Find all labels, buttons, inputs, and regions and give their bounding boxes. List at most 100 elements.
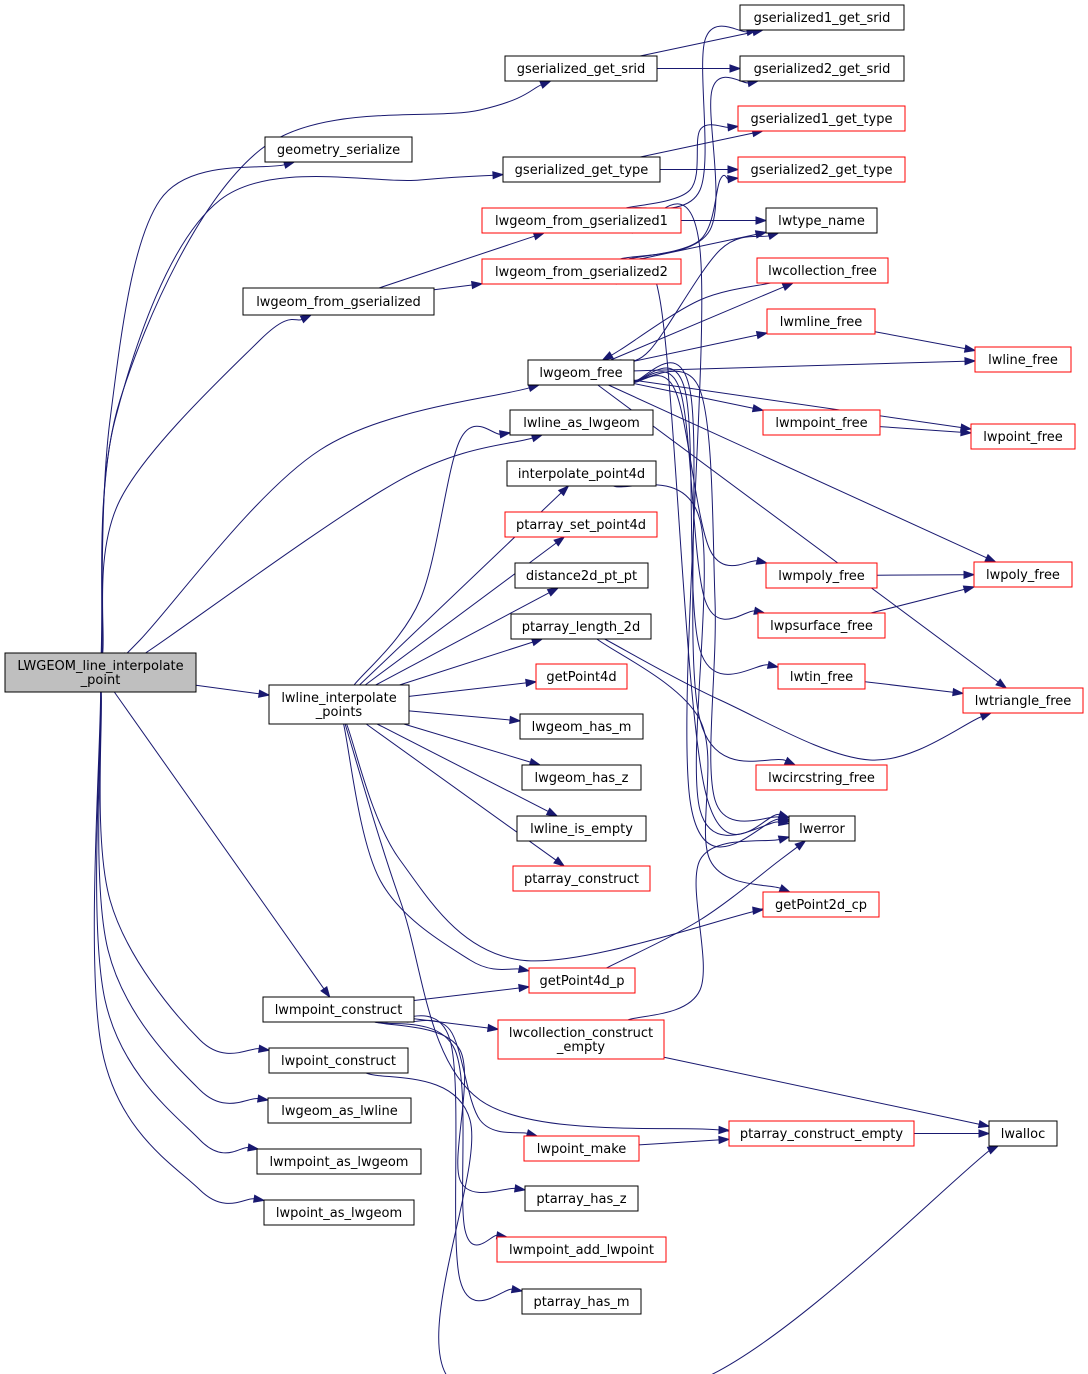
node-gserialized1-get-type[interactable]: gserialized1_get_type [737,105,906,132]
edge-line [96,691,249,1154]
node-getPoint4d[interactable]: getPoint4d [535,663,628,690]
node-lwmpoint-free[interactable]: lwmpoint_free [762,409,881,436]
node-box [523,1135,640,1162]
node-lwcollection-construct-empty[interactable]: lwcollection_construct_empty [497,1019,665,1060]
node-lwline-as-lwgeom[interactable]: lwline_as_lwgeom [509,409,654,436]
call-edge-lwgeom_from_gserialized2-to-gserialized2_get_type [628,174,740,260]
node-getPoint4d-p[interactable]: getPoint4d_p [528,967,636,994]
node-box [267,1097,412,1124]
edge-line [403,723,531,763]
call-edge-lwline_interpolate_points-to-ptarray_construct_empty [344,723,738,1135]
node-box [737,156,906,183]
node-label: lwcollection_free [768,264,877,279]
node-label: gserialized_get_type [515,163,649,178]
node-gserialized-get-type[interactable]: gserialized_get_type [502,156,661,183]
arrowhead-icon [727,165,740,174]
edge-line [597,384,999,683]
node-lwpoint-as-lwgeom[interactable]: lwpoint_as_lwgeom [263,1199,415,1226]
node-lwmpoint-add-lwpoint[interactable]: lwmpoint_add_lwpoint [496,1236,667,1263]
call-edge-lwpoint_make-to-ptarray_construct_empty [638,1135,731,1146]
edge-line [633,360,966,372]
node-lwgeom-has-m[interactable]: lwgeom_has_m [519,713,644,740]
node-lwgeom-from-gserialized2[interactable]: lwgeom_from_gserialized2 [481,258,682,285]
edge-line [633,362,787,762]
node-lwtin-free[interactable]: lwtin_free [777,663,866,690]
node-lwpoly-free[interactable]: lwpoly_free [973,561,1073,588]
arrowhead-icon [247,1143,260,1152]
node-lwpoint-make[interactable]: lwpoint_make [523,1135,640,1162]
node-ptarray-has-z[interactable]: ptarray_has_z [524,1185,639,1212]
node-label: ptarray_has_z [536,1192,626,1207]
node-ptarray-has-m[interactable]: ptarray_has_m [521,1288,642,1315]
node-label: lwmline_free [780,315,863,330]
node-label: lwline_as_lwgeom [523,416,640,431]
node-lwalloc[interactable]: lwalloc [988,1120,1058,1147]
edge-line [375,592,550,686]
node-ptarray-construct[interactable]: ptarray_construct [512,865,651,892]
node-lwgeom-from-gserialized1[interactable]: lwgeom_from_gserialized1 [481,207,682,234]
node-lwline-free[interactable]: lwline_free [974,346,1072,373]
node-label: lwerror [799,822,845,837]
node-lwgeom-has-z[interactable]: lwgeom_has_z [521,764,642,791]
node-gserialized1-get-srid[interactable]: gserialized1_get_srid [739,4,905,31]
arrowhead-icon [781,282,795,291]
node-lwtriangle-free[interactable]: lwtriangle_free [962,687,1084,714]
node-lwpoint-construct[interactable]: lwpoint_construct [268,1047,409,1074]
node-root[interactable]: LWGEOM_line_interpolate_point [4,652,197,693]
node-box [528,967,636,994]
node-label: lwline_is_empty [530,822,633,837]
node-lwline-is-empty[interactable]: lwline_is_empty [516,815,647,842]
node-getPoint2d-cp[interactable]: getPoint2d_cp [762,891,880,918]
call-edge-root-to-lwgeom_as_lwline [98,691,270,1104]
arrowhead-icon [755,331,769,340]
node-lwline-interpolate-points[interactable]: lwline_interpolate_points [268,684,410,725]
arrowhead-icon [518,983,531,993]
edge-line [98,691,259,1104]
arrowhead-icon [963,570,976,580]
call-edge-root-to-lwpoint_as_lwgeom [93,691,266,1204]
node-lwgeom-as-lwline[interactable]: lwgeom_as_lwline [267,1097,412,1124]
call-edge-gserialized_get_type-to-gserialized1_get_type [640,129,765,158]
call-edge-lwgeom_from_gserialized1-to-gserialized1_get_type [625,123,740,209]
call-edge-lwgeom_free-to-lwtype_name [619,231,780,362]
node-ptarray-set-point4d[interactable]: ptarray_set_point4d [504,511,658,538]
call-edge-root-to-lwline_interpolate_points [195,684,271,698]
node-lwgeom-free[interactable]: lwgeom_free [527,359,635,386]
node-lwmpoint-construct[interactable]: lwmpoint_construct [262,996,415,1023]
node-box [268,1047,409,1074]
node-label: getPoint4d [546,670,616,685]
node-distance2d-pt-pt[interactable]: distance2d_pt_pt [514,562,649,589]
edge-line [663,1056,980,1125]
node-lwmpoly-free[interactable]: lwmpoly_free [765,562,878,589]
arrowhead-icon [778,817,791,827]
node-label: lwalloc [1001,1127,1046,1142]
node-label: lwpoint_construct [281,1054,396,1069]
node-lwerror[interactable]: lwerror [788,815,856,842]
node-ptarray-construct-empty[interactable]: ptarray_construct_empty [728,1120,915,1147]
call-edge-interpolate_point4d-to-lwerror [613,484,791,836]
node-lwcircstring-free[interactable]: lwcircstring_free [755,764,888,791]
arrowhead-icon [727,123,740,132]
arrowhead-icon [553,536,566,547]
call-edge-root-to-lwmpoint_construct [113,691,331,999]
node-gserialized2-get-srid[interactable]: gserialized2_get_srid [739,55,905,82]
node-lwcollection-free[interactable]: lwcollection_free [756,257,889,284]
edge-line [99,691,260,1054]
node-lwmpoint-as-lwgeom[interactable]: lwmpoint_as_lwgeom [256,1148,422,1175]
edge-line [408,682,527,697]
node-geometry-serialize[interactable]: geometry_serialize [264,136,413,163]
node-interpolate-point4d[interactable]: interpolate_point4d [506,460,657,487]
node-gserialized-get-srid[interactable]: gserialized_get_srid [504,55,658,82]
arrowhead-icon [979,712,993,721]
node-box [524,1185,639,1212]
node-lwpsurface-free[interactable]: lwpsurface_free [757,612,886,639]
node-label: geometry_serialize [277,143,400,158]
node-lwgeom-from-gserialized[interactable]: lwgeom_from_gserialized [242,287,435,316]
node-lwpoint-free[interactable]: lwpoint_free [970,423,1076,450]
arrowhead-icon [952,687,965,697]
node-gserialized2-get-type[interactable]: gserialized2_get_type [737,156,906,183]
node-lwmline-free[interactable]: lwmline_free [766,308,876,335]
node-ptarray-length-2d[interactable]: ptarray_length_2d [510,613,652,640]
node-lwtype-name[interactable]: lwtype_name [765,207,878,234]
node-box [504,511,658,538]
